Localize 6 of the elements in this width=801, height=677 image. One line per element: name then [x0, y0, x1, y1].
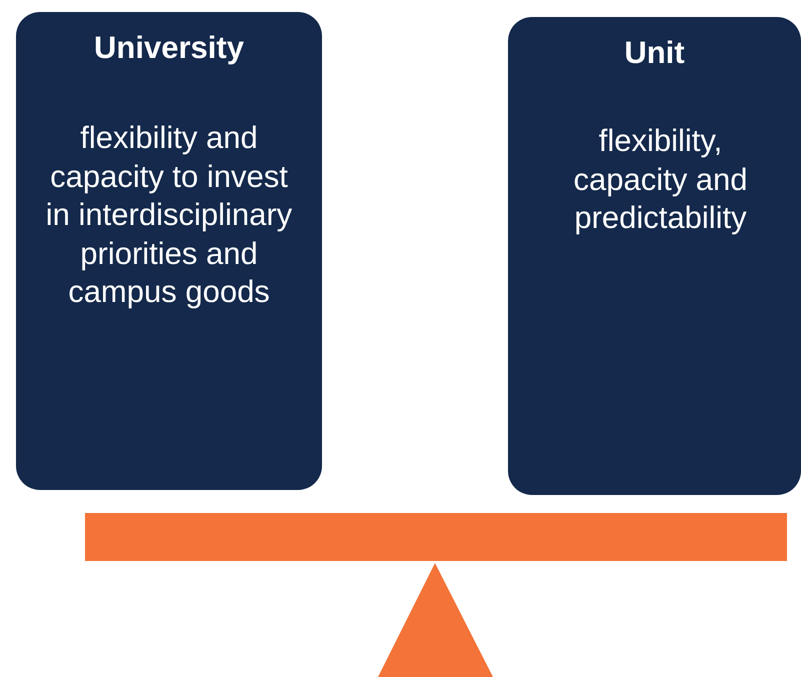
text-card: [16, 12, 322, 490]
card-text: flexibility, capacity and predictability: [572, 122, 749, 237]
card-heading: Unit: [623, 35, 686, 71]
card-heading: University: [93, 30, 245, 66]
card-text: flexibility and capacity to invest in interdisciplinary priorities and campus goods: [44, 119, 294, 311]
text-card: [508, 17, 801, 495]
